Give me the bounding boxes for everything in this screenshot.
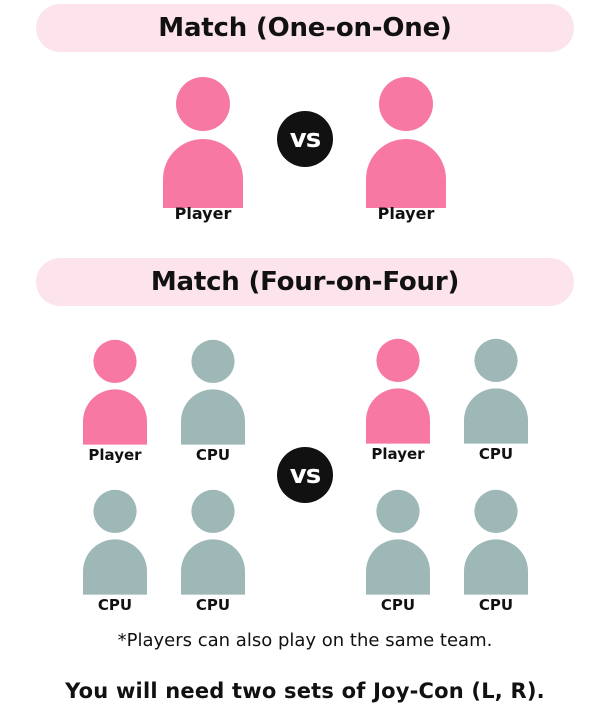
member-label: CPU — [195, 596, 231, 614]
right-team-member-3: CPU — [358, 487, 438, 623]
member-label: Player — [88, 446, 142, 464]
joy-con-requirement: You will need two sets of Joy-Con (L, R)… — [65, 679, 545, 703]
right-team-member-4: CPU — [456, 487, 536, 623]
person-icon — [464, 338, 528, 444]
vs-text: vs — [289, 460, 321, 490]
vs-text: vs — [289, 124, 321, 154]
four-on-four-banner: Match (Four-on-Four) — [36, 258, 574, 306]
one-on-one-right-player: Player — [356, 74, 456, 238]
member-label: CPU — [478, 596, 514, 614]
left-team-member-4: CPU — [173, 487, 253, 623]
person-icon — [366, 338, 430, 444]
person-icon — [181, 339, 245, 445]
person-icon — [83, 339, 147, 445]
one-on-one-left-player: Player — [153, 74, 253, 238]
left-team-member-3: CPU — [75, 487, 155, 623]
right-team-member-1: Player — [358, 336, 438, 472]
right-team-member-2: CPU — [456, 336, 536, 472]
one-on-one-title: Match (One-on-One) — [158, 13, 452, 43]
member-label: CPU — [380, 596, 416, 614]
one-on-one-banner: Match (One-on-One) — [36, 4, 574, 52]
left-team-member-1: Player — [75, 337, 155, 473]
member-label: CPU — [195, 446, 231, 464]
person-icon — [366, 489, 430, 595]
vs-badge: vs — [277, 447, 333, 503]
person-icon — [163, 77, 243, 208]
player-label: Player — [174, 204, 232, 223]
four-on-four-title: Match (Four-on-Four) — [150, 267, 460, 297]
left-team-member-2: CPU — [173, 337, 253, 473]
member-label: Player — [371, 445, 425, 463]
same-team-note: *Players can also play on the same team. — [117, 630, 493, 651]
member-label: CPU — [97, 596, 133, 614]
person-icon — [366, 77, 446, 208]
person-icon — [181, 489, 245, 595]
person-icon — [464, 489, 528, 595]
player-label: Player — [377, 204, 435, 223]
person-icon — [83, 489, 147, 595]
vs-badge: vs — [277, 111, 333, 167]
member-label: CPU — [478, 445, 514, 463]
